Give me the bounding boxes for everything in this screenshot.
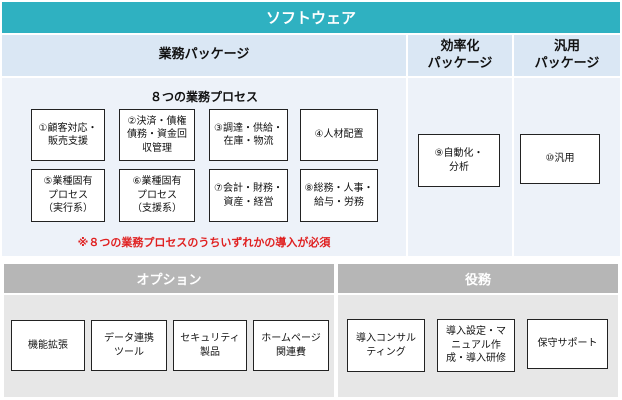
service-box-setup-training: 導入設定・マ ニュアル作 成・導入研修 [437,319,515,372]
software-banner: ソフトウェア [2,2,620,33]
process-box-7: ⑦会計・財務・ 資産・経営 [209,169,288,222]
process-box-1: ①顧客対応・ 販売支援 [31,109,105,161]
processes-title: ８つの業務プロセス [149,90,258,104]
business-package-header: 業務パッケージ [2,35,406,76]
process-box-2: ②決済・債権 債務・資金回 収管理 [119,109,195,161]
software-title: ソフトウェア [265,9,356,27]
service-box-maintenance: 保守サポート [527,319,608,369]
business-package-pane [2,78,406,256]
processes-required-note: ※８つの業務プロセスのうちいずれかの導入が必須 [77,236,331,249]
process-box-3: ③調達・供給・ 在庫・物流 [209,109,288,161]
business-package-label: 業務パッケージ [158,47,250,63]
options-banner: オプション [4,264,334,293]
service-box-consulting: 導入コンサル ティング [347,319,425,372]
process-box-8: ⑧総務・人事・ 給与・労務 [300,169,378,222]
process-box-6: ⑥業種固有 プロセス （支援系） [119,169,195,222]
efficiency-box-9: ⑨自動化・ 分析 [418,134,500,187]
process-box-5: ⑤業種固有 プロセス （実行系） [31,169,105,222]
option-box-extension: 機能拡張 [11,320,85,371]
options-title: オプション [136,273,202,288]
option-box-security: セキュリティ 製品 [173,320,247,371]
general-box-10: ⑩汎用 [520,134,600,184]
services-banner: 役務 [338,264,618,293]
process-box-4: ④人材配置 [300,109,378,161]
services-title: 役務 [464,273,491,288]
general-package-label: 汎用 パッケージ [534,38,600,71]
efficiency-package-label: 効率化 パッケージ [427,38,493,71]
option-box-homepage: ホームページ 関連費 [253,320,329,371]
efficiency-package-header: 効率化 パッケージ [408,35,512,76]
option-box-data-link: データ連携 ツール [91,320,167,371]
general-package-header: 汎用 パッケージ [514,35,620,76]
